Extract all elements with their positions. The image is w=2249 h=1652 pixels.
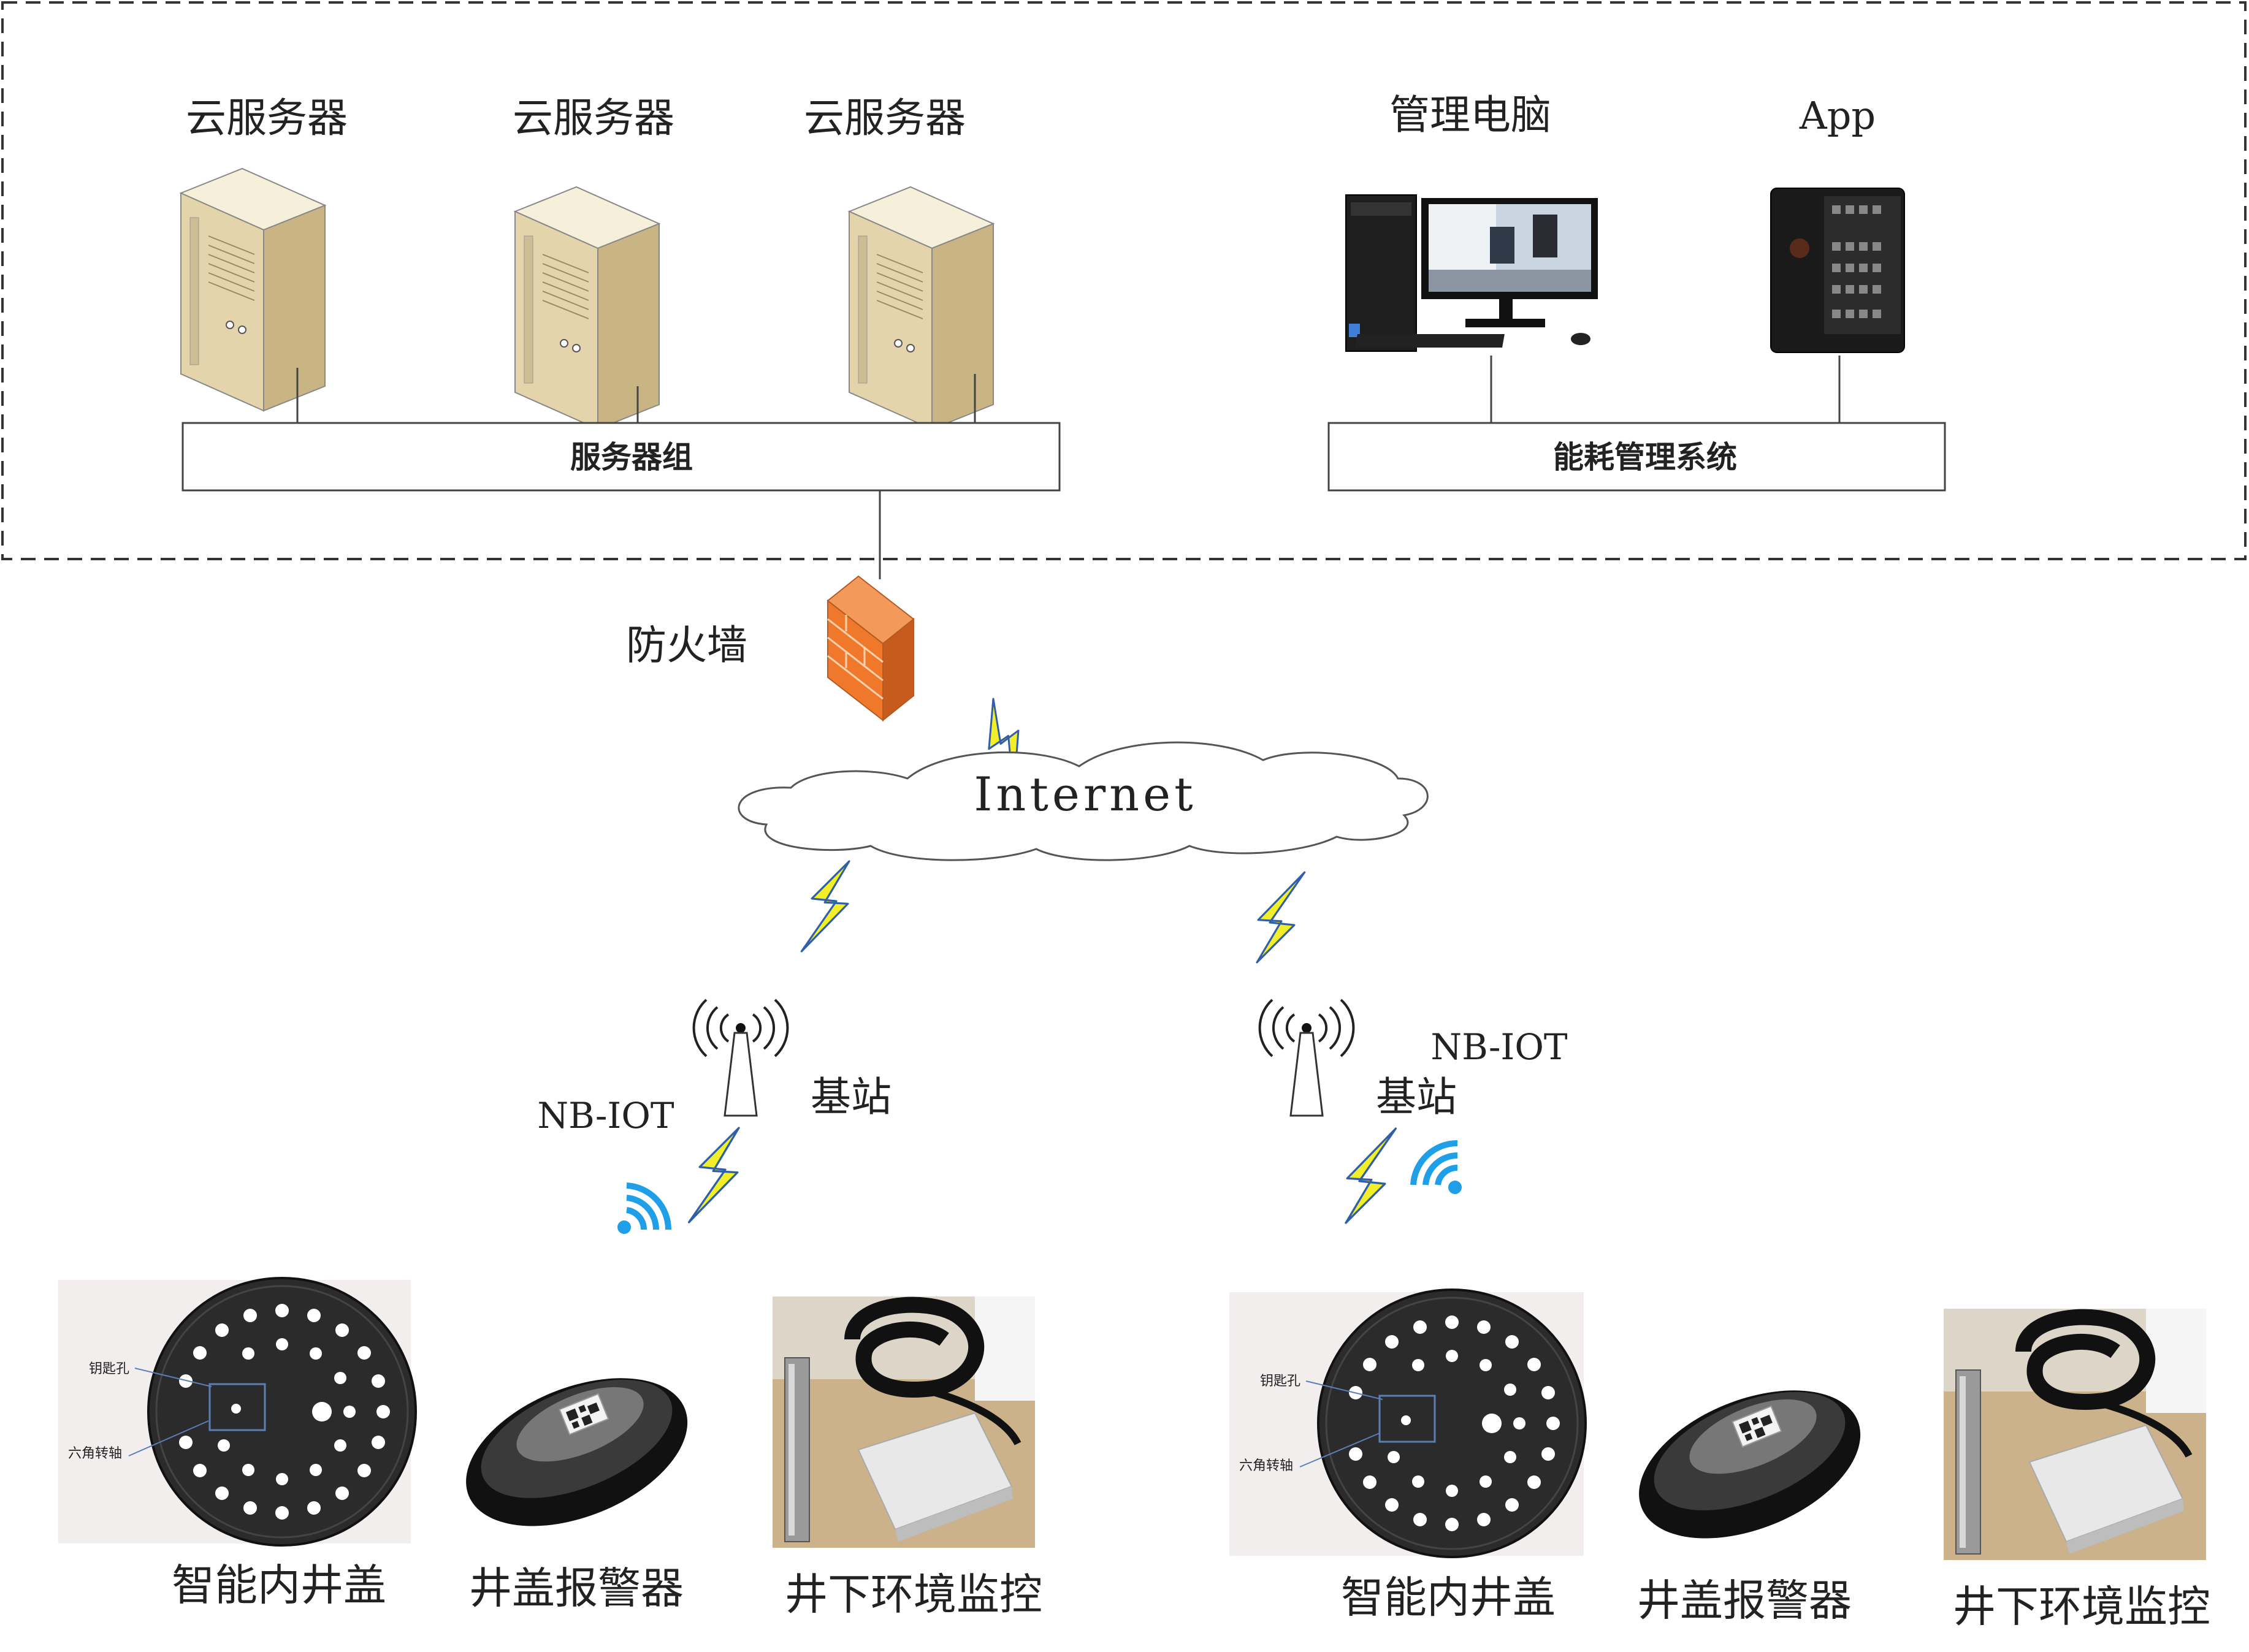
- server-3-label: 云服务器: [804, 94, 966, 142]
- bolt-right-station-icon: [1345, 1127, 1397, 1224]
- right-alarm-photo: [1617, 1360, 1883, 1569]
- left-wifi-icon: [617, 1186, 668, 1234]
- firewall-label: 防火墙: [626, 622, 747, 669]
- desktop-pc-icon: [1345, 194, 1598, 352]
- right-cover-photo: [1229, 1288, 1587, 1558]
- right-monitor-label: 井下环境监控: [1953, 1582, 2210, 1632]
- left-monitor-label: 井下环境监控: [785, 1569, 1042, 1620]
- right-wifi-icon: [1413, 1143, 1462, 1194]
- bolt-internet-right-icon: [1256, 871, 1306, 964]
- left-cover-photo: [58, 1277, 417, 1547]
- server-2-label: 云服务器: [513, 94, 674, 142]
- left-cover-label: 智能内井盖: [172, 1560, 386, 1610]
- server-1-label: 云服务器: [186, 94, 348, 142]
- energy-system-label: 能耗管理系统: [1553, 439, 1737, 475]
- right-alarm-label: 井盖报警器: [1637, 1575, 1852, 1626]
- right-station-label: 基站: [1376, 1073, 1457, 1121]
- phone-icon: [1770, 188, 1905, 353]
- right-hex-shaft-label: 六角转轴: [1239, 1458, 1293, 1474]
- internet-cloud-icon: [738, 741, 1429, 861]
- server-group-box: [181, 422, 1061, 492]
- left-station-label: 基站: [811, 1073, 892, 1121]
- left-alarm-label: 井盖报警器: [469, 1563, 684, 1613]
- right-monitor-photo: [1944, 1309, 2206, 1560]
- internet-label: Internet: [974, 767, 1196, 821]
- right-protocol-label: NB-IOT: [1430, 1026, 1568, 1068]
- right-base-station-icon: [1258, 999, 1355, 1117]
- management-zone-border: [1, 1, 2247, 560]
- left-protocol-label: NB-IOT: [537, 1095, 674, 1136]
- bolt-internet-left-icon: [800, 860, 850, 953]
- right-key-hole-label: 钥匙孔: [1260, 1374, 1300, 1389]
- firewall-icon: [827, 575, 915, 722]
- server-group-label: 服务器组: [570, 439, 693, 475]
- server-3-icon: [849, 186, 994, 430]
- left-base-station-icon: [692, 999, 789, 1117]
- energy-system-box: [1327, 422, 1946, 492]
- bolt-left-station-icon: [687, 1127, 740, 1224]
- left-alarm-photo: [444, 1348, 710, 1556]
- left-hex-shaft-label: 六角转轴: [68, 1446, 122, 1461]
- left-monitor-photo: [773, 1296, 1035, 1548]
- left-key-hole-label: 钥匙孔: [89, 1361, 129, 1377]
- pc-label: 管理电脑: [1389, 91, 1551, 139]
- right-cover-label: 智能内井盖: [1341, 1572, 1556, 1623]
- server-1-icon: [180, 168, 326, 411]
- app-label: App: [1799, 93, 1876, 138]
